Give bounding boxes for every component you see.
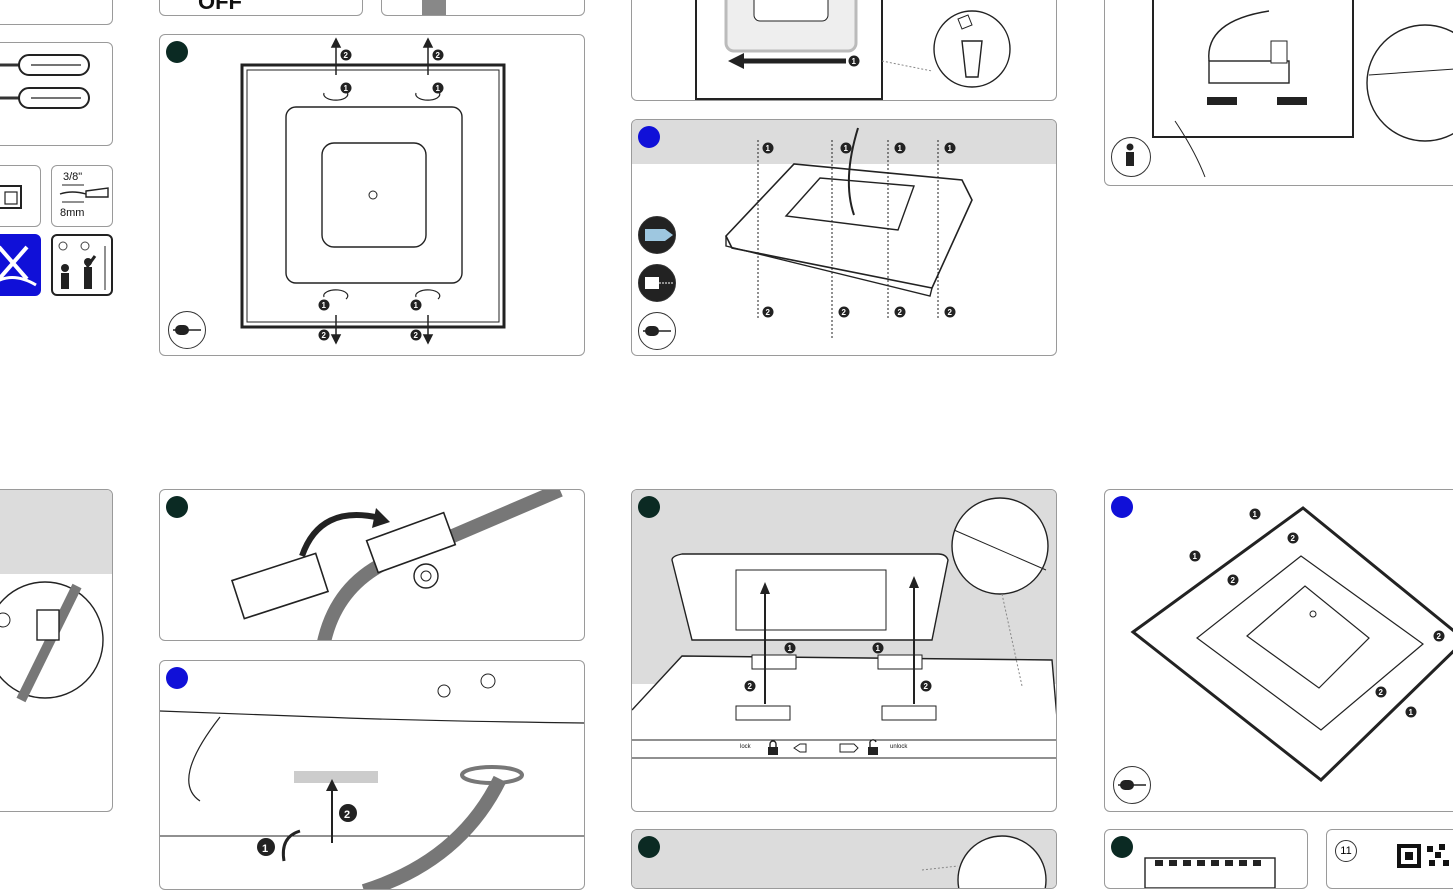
step-panel-connect-driver: [1104, 0, 1453, 186]
step-panel-ceiling-mount: 1 1 1 1 2 2 2 2: [631, 119, 1057, 356]
svg-text:1: 1: [1409, 708, 1414, 717]
lock-icon: [768, 740, 778, 755]
step-panel-lock-unlock: 1 1 2 2 lock unlock: [631, 489, 1057, 812]
panel-two-persons: [51, 234, 113, 296]
svg-text:2: 2: [322, 331, 327, 340]
step-markers: 1 1 1 1 2 2 2 2: [762, 142, 956, 318]
unlock-label: unlock: [890, 744, 908, 750]
svg-text:2: 2: [748, 682, 753, 691]
panel-warning-blue: [0, 234, 41, 296]
wire-strip-imperial: 3/8": [63, 171, 83, 183]
two-persons-icon: [58, 241, 106, 290]
step-markers: 2 2 1 1 1 1 2 2: [318, 49, 444, 341]
wire-strip-metric: 8mm: [60, 207, 85, 219]
step-badge: [638, 496, 660, 518]
step-badge: [166, 41, 188, 63]
ceiling-band: [632, 120, 1056, 164]
svg-text:1: 1: [414, 301, 419, 310]
svg-text:2: 2: [1437, 632, 1442, 641]
step-panel-attach-frame: 1 2 1 2 2 2 1: [1104, 489, 1453, 812]
panel-frame-diagram: 2 2 1 1 1 1 2 2: [240, 37, 506, 345]
step-badge: [638, 126, 660, 148]
svg-text:2: 2: [948, 308, 953, 317]
svg-text:2: 2: [1291, 534, 1296, 543]
person-icon: [1111, 137, 1151, 177]
svg-text:2: 2: [766, 308, 771, 317]
lock-unlock-diagram: 1 1 2 2: [632, 497, 1056, 759]
svg-text:2: 2: [842, 308, 847, 317]
step-panel-remove-screws: 2 2 1 1 1 1 2 2: [159, 34, 585, 356]
svg-text:2: 2: [436, 51, 441, 60]
driver-connection-diagram: [1152, 0, 1453, 178]
svg-text:1: 1: [788, 644, 793, 653]
drill-tool-icon: [638, 264, 676, 302]
cable-routing-diagram: 2 1: [160, 673, 584, 889]
page-number-label: 11: [1340, 845, 1352, 857]
panel-junction-box: [0, 165, 41, 227]
svg-text:2: 2: [924, 682, 929, 691]
stripped-wire-icon: [59, 184, 109, 203]
step-badge: [1111, 496, 1133, 518]
lock-label: lock: [740, 744, 751, 750]
screwdriver-tool-icon: [1113, 766, 1151, 804]
svg-text:1: 1: [1253, 510, 1258, 519]
panel-tools-screwdrivers: [0, 42, 113, 146]
step-badge: [166, 496, 188, 518]
wire-detail-diagram: [0, 581, 104, 703]
svg-text:1: 1: [948, 144, 953, 153]
qr-code-icon: [1397, 844, 1449, 868]
terminal-strip-diagram: [1144, 857, 1276, 888]
svg-text:1: 1: [876, 644, 881, 653]
screwdriver-tool-icon: [168, 311, 206, 349]
svg-text:2: 2: [344, 809, 350, 821]
step-badge: [638, 836, 660, 858]
step-panel-wire-detail: [0, 489, 113, 812]
svg-text:2: 2: [898, 308, 903, 317]
step-badge: [166, 667, 188, 689]
panel-left-top-stub: [0, 0, 113, 25]
flathead-screwdriver-icon: [0, 54, 90, 76]
ceiling-mount-diagram: 1 1 1 1 2 2 2 2: [725, 127, 973, 340]
junction-box-icon: [0, 185, 22, 209]
panel-wire-strip: 3/8" 8mm: [51, 165, 113, 227]
svg-text:1: 1: [844, 144, 849, 153]
svg-text:1: 1: [262, 843, 268, 855]
screwdrivers-illustration: [0, 54, 90, 109]
page-number-badge: 11: [1335, 840, 1357, 862]
svg-text:1: 1: [322, 301, 327, 310]
connector-diagram: [230, 490, 563, 640]
step-panel-cable-routing: 2 1: [159, 660, 585, 890]
svg-text:1: 1: [1193, 552, 1198, 561]
svg-text:2: 2: [1231, 576, 1236, 585]
step-panel-remote-stub: [1104, 829, 1308, 889]
svg-text:1: 1: [852, 57, 857, 66]
svg-text:2: 2: [1379, 688, 1384, 697]
attach-frame-diagram: 1 2 1 2 2 2 1: [1130, 506, 1453, 782]
screwdriver-tool-icon: [638, 312, 676, 350]
slide-out-diagram: 1: [695, 0, 1011, 100]
unlock-icon: [868, 739, 878, 755]
panel-top-off-stub: OFF: [159, 0, 363, 16]
step-badge: [1111, 836, 1133, 858]
off-label: OFF: [198, 0, 242, 14]
svg-text:1: 1: [898, 144, 903, 153]
page-number-panel: 11: [1326, 829, 1453, 889]
svg-text:2: 2: [344, 51, 349, 60]
phillips-screwdriver-icon: [0, 87, 90, 109]
pencil-tool-icon: [638, 216, 676, 254]
step-panel-slide-out: 1: [631, 0, 1057, 101]
svg-text:1: 1: [344, 84, 349, 93]
panel-top-stub-2: [381, 0, 585, 16]
no-tool-warning-icon: [0, 245, 37, 287]
step-panel-connector: [159, 489, 585, 641]
svg-text:1: 1: [436, 84, 441, 93]
svg-text:1: 1: [766, 144, 771, 153]
svg-text:2: 2: [414, 331, 419, 340]
step-panel-bottom-stub: [631, 829, 1057, 889]
